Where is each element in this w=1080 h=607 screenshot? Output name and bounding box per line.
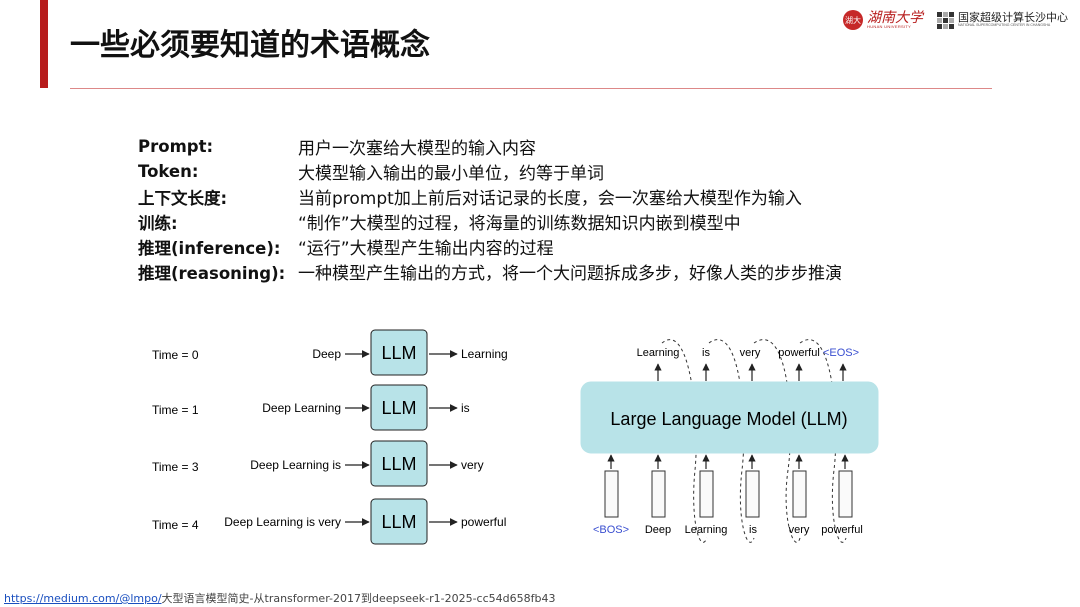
input-text: Deep bbox=[312, 347, 341, 361]
llm-box bbox=[370, 329, 428, 376]
output-token: powerful bbox=[778, 347, 820, 359]
embedding-bar bbox=[651, 470, 666, 518]
input-token: is bbox=[749, 524, 757, 536]
term-definition: 用户一次塞给大模型的输入内容 bbox=[298, 139, 536, 159]
center-name-en: NATIONAL SUPERCOMPUTING CENTER IN CHANGS… bbox=[958, 22, 1051, 27]
embedding-bar bbox=[745, 470, 760, 518]
source-url-link[interactable]: https://medium.com/@lmpo/ bbox=[4, 592, 162, 605]
input-token: very bbox=[789, 524, 810, 536]
time-label: Time = 3 bbox=[152, 460, 199, 474]
llm-generation-diagram: Learning is very powerful <EOS> Large La… bbox=[580, 339, 879, 543]
llm-model-label: Large Language Model (LLM) bbox=[610, 409, 847, 429]
output-token: very bbox=[740, 347, 761, 359]
time-label: Time = 4 bbox=[152, 518, 199, 532]
university-name-en: HUNAN UNIVERSITY bbox=[867, 24, 912, 29]
llm-box bbox=[370, 384, 428, 431]
title-accent-bar bbox=[40, 0, 48, 88]
term-row: 训练: “制作”大模型的过程，将海量的训练数据知识内嵌到模型中 bbox=[138, 209, 1038, 235]
input-text: Deep Learning is bbox=[250, 458, 341, 472]
slide-title: 一些必须要知道的术语概念 bbox=[70, 28, 430, 63]
input-arrows bbox=[607, 454, 849, 469]
step-row: Time = 4 Deep Learning is very LLM power… bbox=[152, 498, 506, 545]
input-text: Deep Learning is very bbox=[224, 515, 341, 529]
term-definition: “制作”大模型的过程，将海量的训练数据知识内嵌到模型中 bbox=[298, 214, 741, 234]
llm-box-label: LLM bbox=[381, 512, 416, 532]
output-text: very bbox=[461, 458, 484, 472]
term-list: Prompt: 用户一次塞给大模型的输入内容 Token: 大模型输入输出的最小… bbox=[138, 134, 1038, 284]
term-definition: “运行”大模型产生输出内容的过程 bbox=[298, 239, 554, 259]
output-token: is bbox=[702, 347, 710, 359]
embedding-bar bbox=[838, 470, 853, 518]
step-row: Time = 1 Deep Learning LLM is bbox=[152, 384, 470, 431]
term-row: Token: 大模型输入输出的最小单位，约等于单词 bbox=[138, 159, 1038, 184]
supercomputing-center-logo: 国家超级计算长沙中心 NATIONAL SUPERCOMPUTING CENTE… bbox=[937, 11, 1068, 29]
term-row: 推理(reasoning): 一种模型产生输出的方式，将一个大问题拆成多步，好像… bbox=[138, 259, 1038, 285]
eos-token: <EOS> bbox=[823, 347, 859, 359]
term-row: Prompt: 用户一次塞给大模型的输入内容 bbox=[138, 134, 1038, 159]
output-text: Learning bbox=[461, 347, 508, 361]
term-name: 推理(inference): bbox=[138, 238, 281, 258]
supercomputing-grid-icon bbox=[937, 11, 954, 29]
time-label: Time = 1 bbox=[152, 403, 199, 417]
input-token: Learning bbox=[685, 524, 728, 536]
step-row: Time = 3 Deep Learning is LLM very bbox=[152, 440, 484, 487]
input-token: Deep bbox=[645, 524, 671, 536]
llm-box-label: LLM bbox=[381, 454, 416, 474]
hunan-university-logo: 湖大 湖南大学 HUNAN UNIVERSITY bbox=[843, 10, 923, 30]
center-name-cn: 国家超级计算长沙中心 bbox=[958, 11, 1068, 24]
term-definition: 大模型输入输出的最小单位，约等于单词 bbox=[298, 164, 604, 184]
term-row: 上下文长度: 当前prompt加上前后对话记录的长度，会一次塞给大模型作为输入 bbox=[138, 184, 1038, 210]
llm-model-box bbox=[580, 381, 879, 454]
output-text: powerful bbox=[461, 515, 506, 529]
llm-box-label: LLM bbox=[381, 343, 416, 363]
source-title: 大型语言模型简史-从transformer-2017到deepseek-r1-2… bbox=[161, 592, 556, 605]
input-text: Deep Learning bbox=[262, 401, 341, 415]
output-token: Learning bbox=[637, 347, 680, 359]
logo-area: 湖大 湖南大学 HUNAN UNIVERSITY 国家超级计算长沙中心 NATI… bbox=[843, 10, 1068, 30]
feedback-loops bbox=[661, 339, 847, 543]
input-token: powerful bbox=[821, 524, 863, 536]
llm-box-label: LLM bbox=[381, 398, 416, 418]
term-definition: 一种模型产生输出的方式，将一个大问题拆成多步，好像人类的步步推演 bbox=[298, 264, 842, 284]
feedback-loop bbox=[799, 339, 847, 543]
term-name: 上下文长度: bbox=[138, 188, 228, 208]
autoregressive-steps-diagram: Time = 0 Deep LLM Learning Time = 1 Deep… bbox=[152, 329, 508, 545]
llm-box bbox=[370, 498, 428, 545]
university-seal-icon: 湖大 bbox=[843, 10, 863, 30]
term-name: 推理(reasoning): bbox=[138, 263, 286, 283]
time-label: Time = 0 bbox=[152, 348, 199, 362]
term-name: Prompt: bbox=[138, 137, 214, 156]
embedding-bar bbox=[604, 470, 619, 518]
feedback-loop bbox=[753, 339, 801, 543]
llm-box bbox=[370, 440, 428, 487]
term-row: 推理(inference): “运行”大模型产生输出内容的过程 bbox=[138, 234, 1038, 260]
step-row: Time = 0 Deep LLM Learning bbox=[152, 329, 508, 376]
input-embeddings bbox=[604, 470, 853, 518]
source-reference: https://medium.com/@lmpo/大型语言模型简史-从trans… bbox=[4, 590, 555, 606]
term-name: Token: bbox=[138, 162, 199, 181]
output-text: is bbox=[461, 401, 470, 415]
term-definition: 当前prompt加上前后对话记录的长度，会一次塞给大模型作为输入 bbox=[298, 189, 802, 209]
university-name-cn: 湖南大学 bbox=[867, 10, 923, 26]
feedback-loop bbox=[708, 339, 755, 543]
embedding-bar bbox=[699, 470, 714, 518]
output-arrows bbox=[654, 363, 847, 381]
embedding-bar bbox=[792, 470, 807, 518]
bos-token: <BOS> bbox=[593, 524, 629, 536]
title-divider bbox=[70, 88, 992, 89]
term-name: 训练: bbox=[138, 213, 178, 233]
